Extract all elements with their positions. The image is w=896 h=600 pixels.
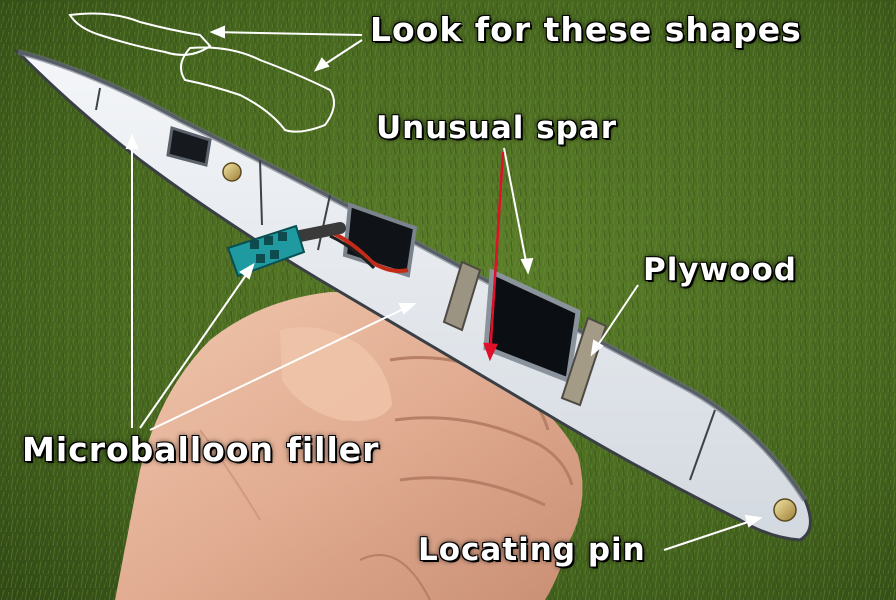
connector-plug	[226, 224, 306, 278]
annotation-arrows	[125, 25, 763, 551]
label-locating-pin: Locating pin	[418, 532, 646, 568]
label-plywood: Plywood	[643, 252, 797, 288]
wing-section	[13, 49, 812, 542]
label-look-for-shapes: Look for these shapes	[370, 10, 802, 49]
label-unusual-spar: Unusual spar	[376, 110, 618, 146]
label-microballoon-filler: Microballoon filler	[22, 430, 380, 469]
hand	[115, 292, 583, 600]
shape-outlines	[68, 12, 335, 133]
spar-arrow	[483, 151, 505, 362]
